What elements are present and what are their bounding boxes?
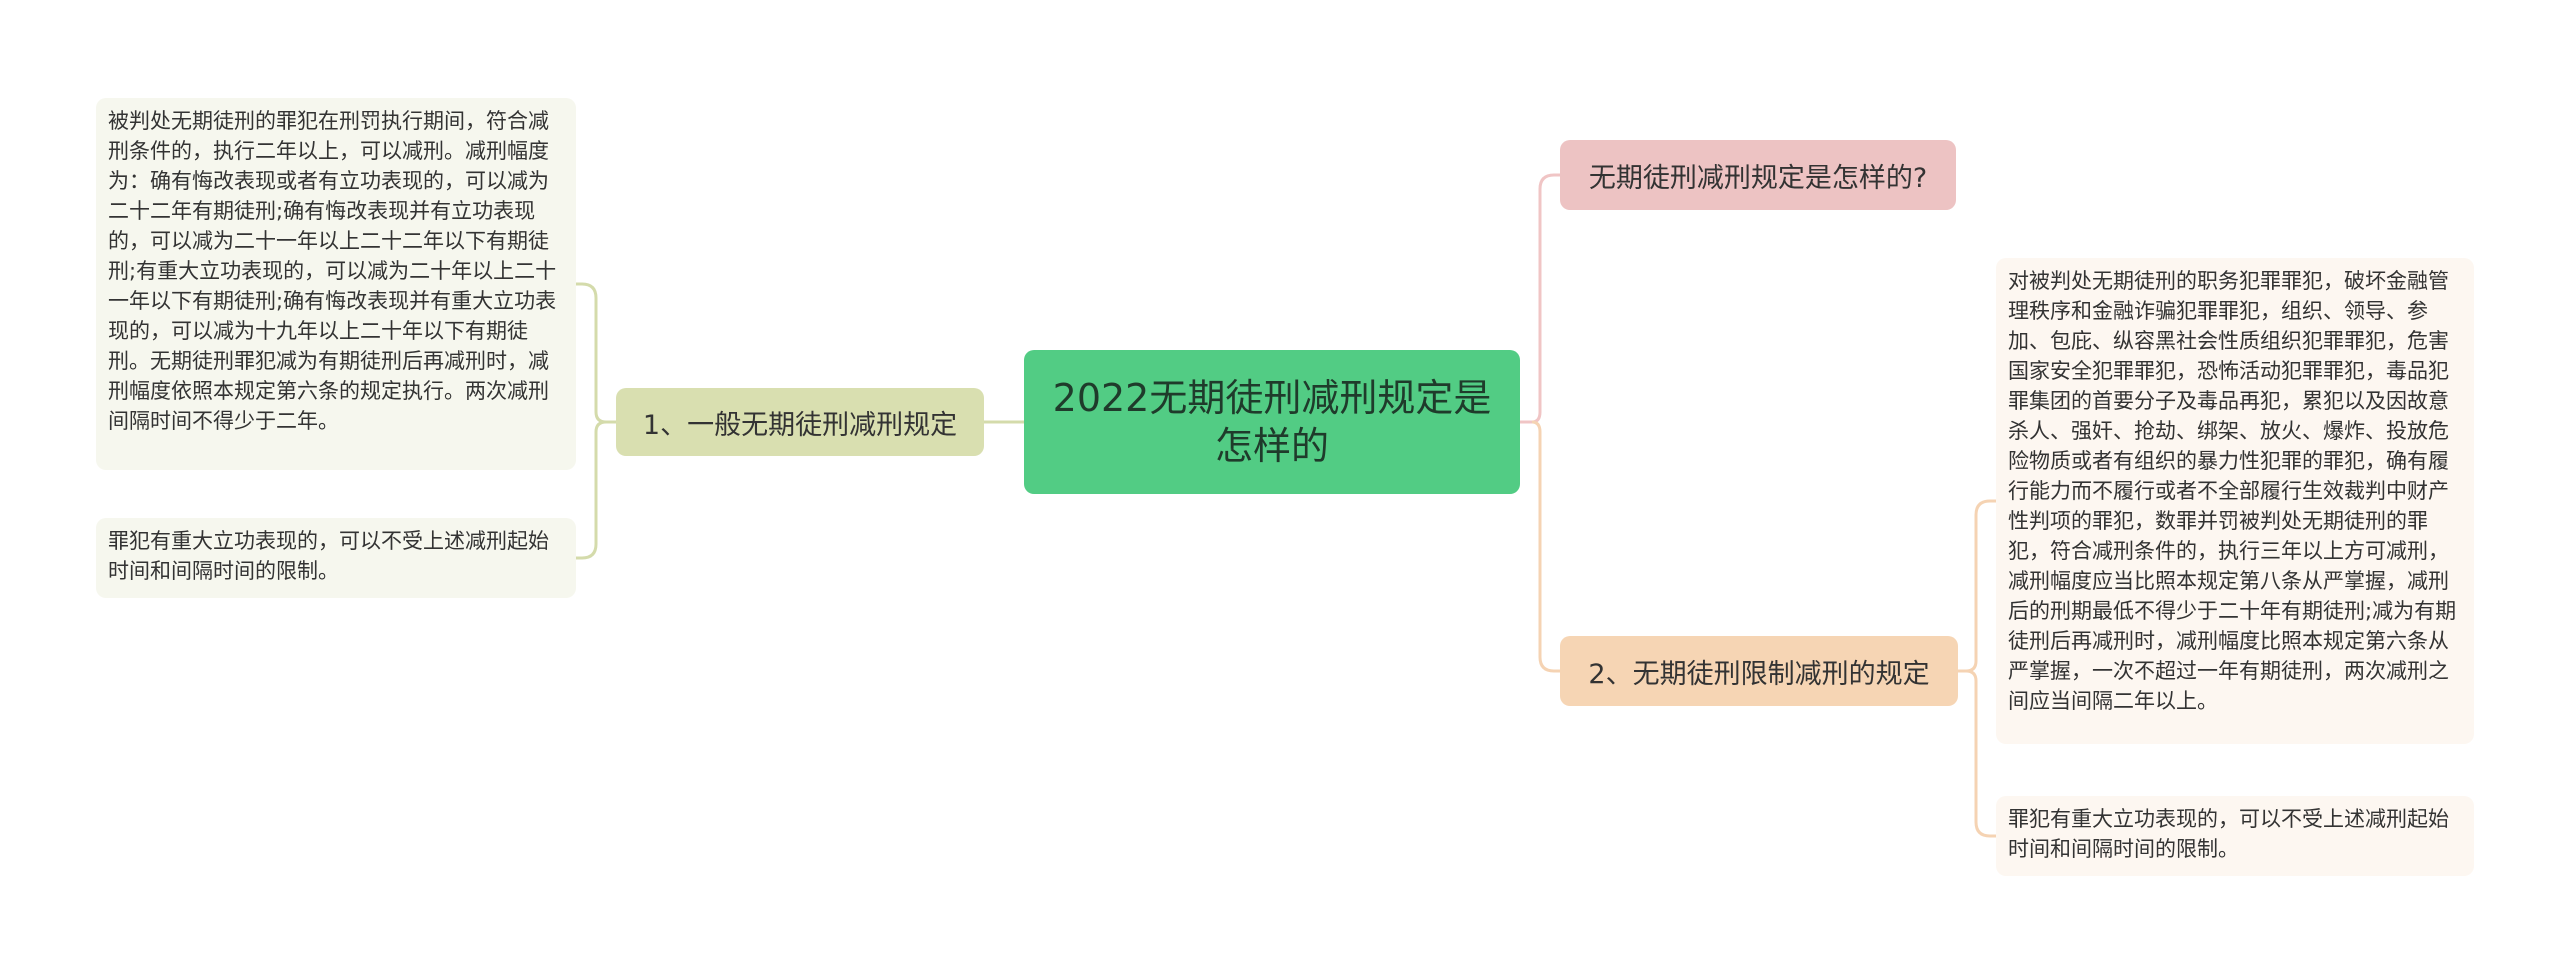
leaf-restricted-rules[interactable]: 对被判处无期徒刑的职务犯罪罪犯，破坏金融管理秩序和金融诈骗犯罪罪犯，组织、领导、… <box>1996 258 2474 744</box>
leaf-restricted-rules-text: 对被判处无期徒刑的职务犯罪罪犯，破坏金融管理秩序和金融诈骗犯罪罪犯，组织、领导、… <box>2008 269 2457 713</box>
leaf-restricted-exception-text: 罪犯有重大立功表现的，可以不受上述减刑起始时间和间隔时间的限制。 <box>2008 807 2449 861</box>
branch-general-commutation-label: 1、一般无期徒刑减刑规定 <box>642 409 958 441</box>
connector-right-bottom <box>1531 420 1560 673</box>
connector-left-leaf-2 <box>576 420 607 560</box>
connector-right-leaf-2 <box>1965 669 1996 838</box>
branch-general-commutation[interactable]: 1、一般无期徒刑减刑规定 <box>616 388 984 456</box>
leaf-general-exception-text: 罪犯有重大立功表现的，可以不受上述减刑起始时间和间隔时间的限制。 <box>108 529 549 583</box>
branch-restricted-commutation[interactable]: 2、无期徒刑限制减刑的规定 <box>1560 636 1958 706</box>
connector-right-leaf-1 <box>1958 499 1996 673</box>
leaf-general-exception[interactable]: 罪犯有重大立功表现的，可以不受上述减刑起始时间和间隔时间的限制。 <box>96 518 576 598</box>
branch-question[interactable]: 无期徒刑减刑规定是怎样的? <box>1560 140 1956 210</box>
root-topic-title: 2022无期徒刑减刑规定是怎样的 <box>1052 376 1492 468</box>
leaf-general-rules-text: 被判处无期徒刑的罪犯在刑罚执行期间，符合减刑条件的，执行二年以上，可以减刑。减刑… <box>108 109 557 433</box>
root-topic[interactable]: 2022无期徒刑减刑规定是怎样的 <box>1024 350 1520 494</box>
connector-right-top <box>1531 173 1560 424</box>
leaf-general-rules[interactable]: 被判处无期徒刑的罪犯在刑罚执行期间，符合减刑条件的，执行二年以上，可以减刑。减刑… <box>96 98 576 470</box>
branch-question-label: 无期徒刑减刑规定是怎样的? <box>1588 162 1928 194</box>
leaf-restricted-exception[interactable]: 罪犯有重大立功表现的，可以不受上述减刑起始时间和间隔时间的限制。 <box>1996 796 2474 876</box>
branch-restricted-commutation-label: 2、无期徒刑限制减刑的规定 <box>1588 658 1930 690</box>
connector-left-leaf-1 <box>576 282 616 424</box>
